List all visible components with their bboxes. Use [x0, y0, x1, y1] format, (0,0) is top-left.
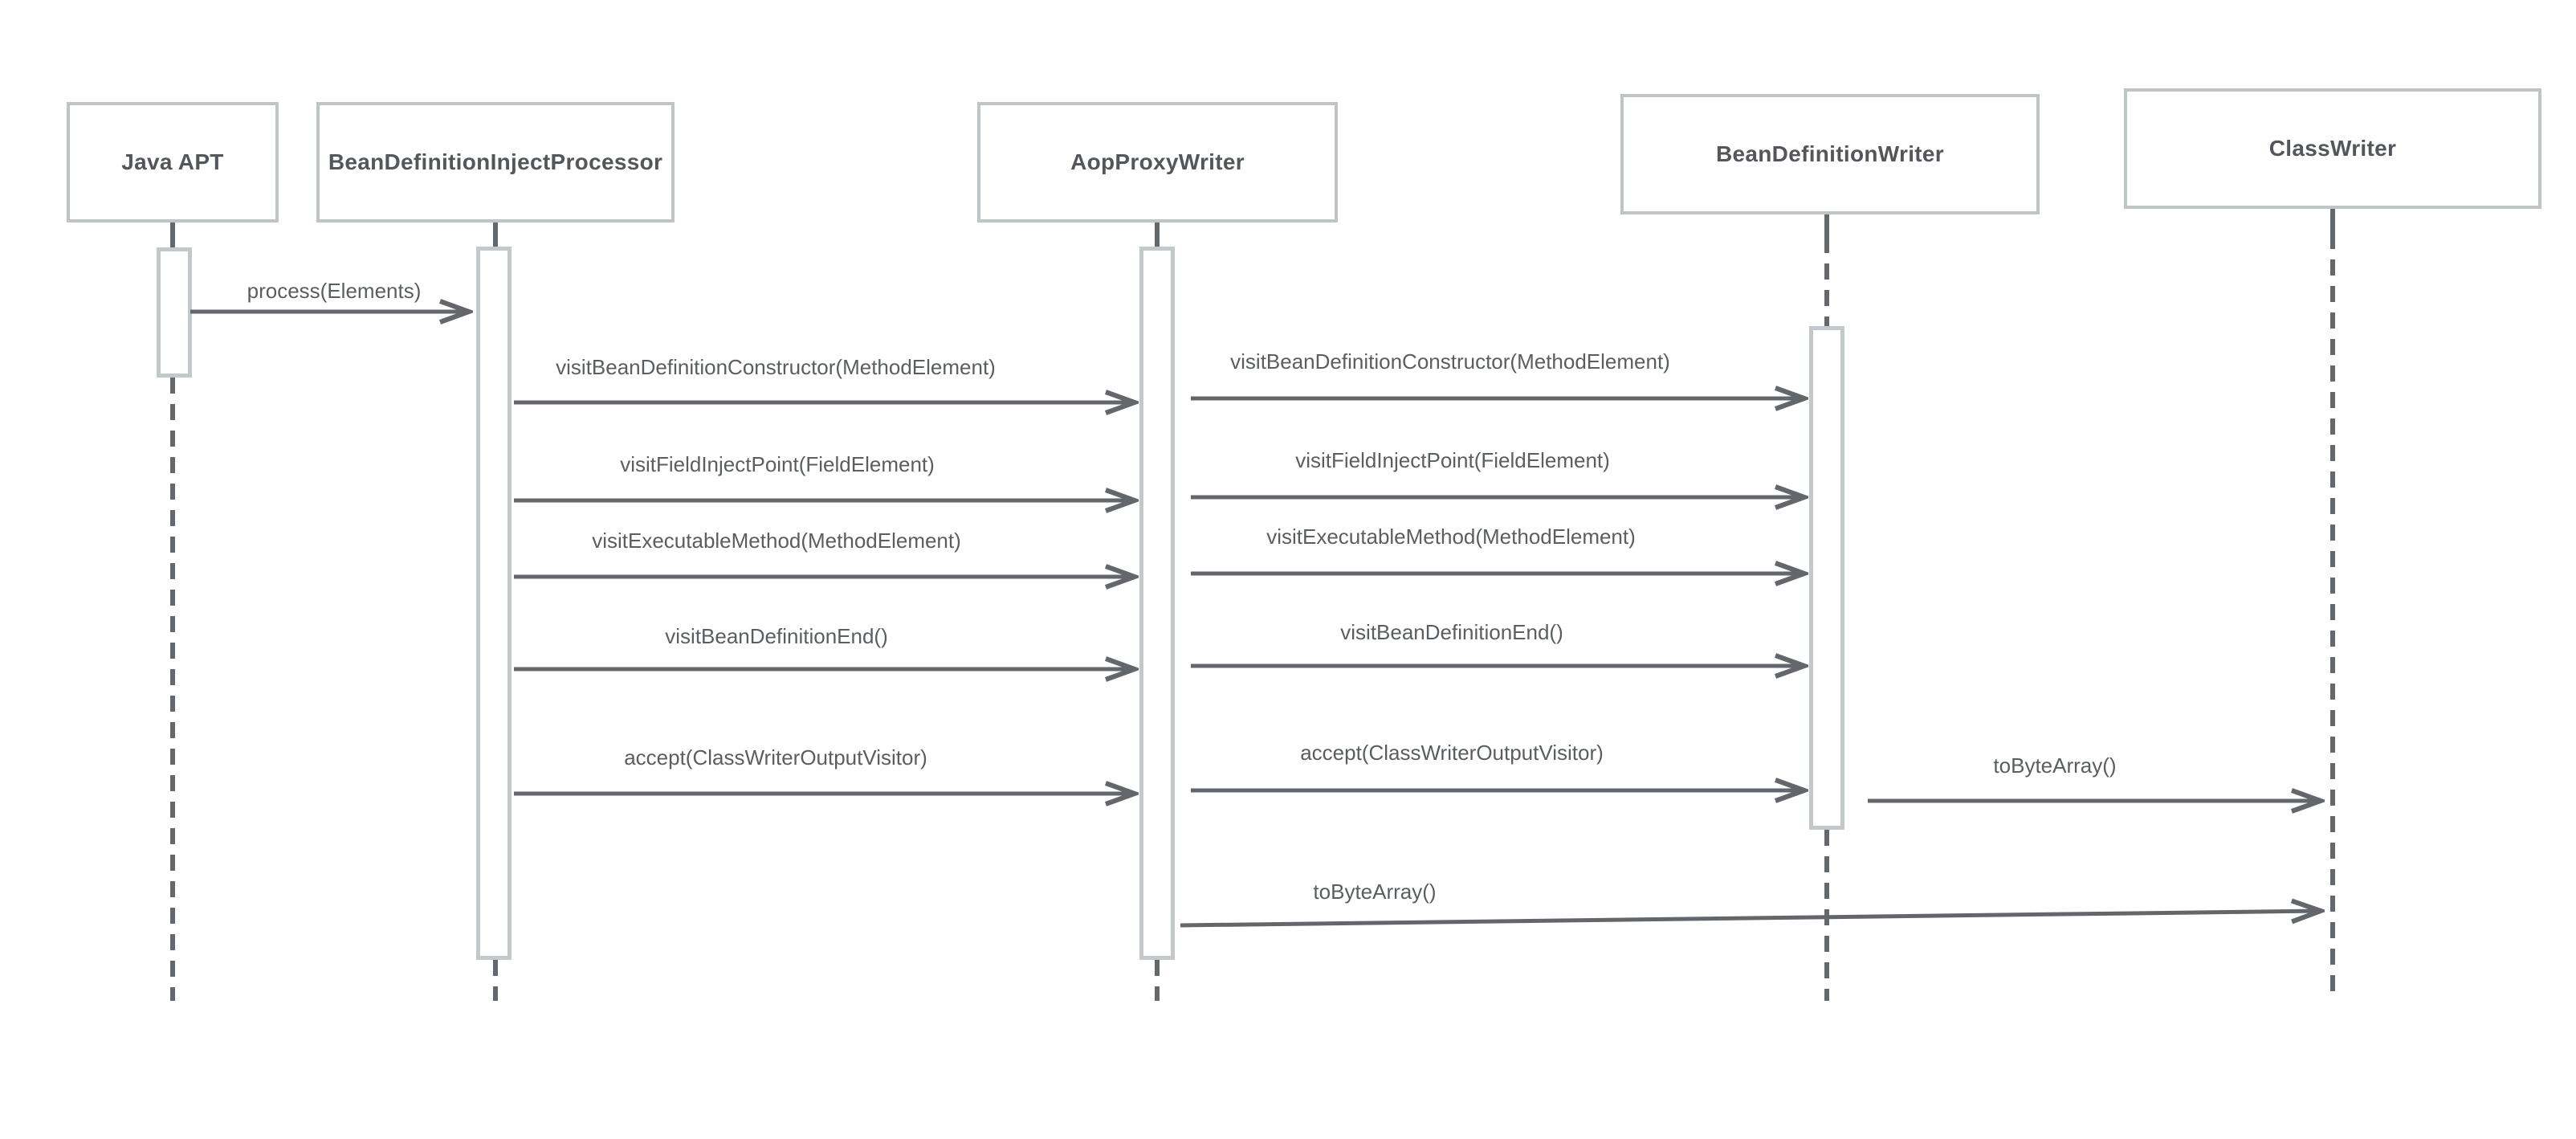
message-label-to-byte-array-apw: toByteArray() [1313, 880, 1437, 904]
lifeline-bean-definition-writer-upper [1824, 237, 1829, 326]
lifeline-class-writer [2330, 233, 2335, 1001]
message-label-visit-field-inject-point-left: visitFieldInjectPoint(FieldElement) [620, 452, 935, 476]
participant-box-java-apt: Java APT [67, 102, 279, 222]
message-label-visit-bean-definition-end-left: visitBeanDefinitionEnd() [665, 624, 888, 648]
participant-box-bean-definition-inject-processor: BeanDefinitionInjectProcessor [316, 102, 675, 222]
participant-name: BeanDefinitionWriter [1716, 141, 1944, 166]
participant-name: AopProxyWriter [1070, 149, 1245, 174]
lifeline-stub-bean-definition-inject-processor [493, 222, 498, 247]
participant-name: Java APT [121, 149, 224, 174]
message-label-visit-executable-method-right: visitExecutableMethod(MethodElement) [1266, 525, 1636, 549]
lifeline-stub-java-apt [170, 222, 175, 247]
lifeline-bean-definition-inject-processor [493, 960, 498, 1001]
message-label-visit-field-inject-point-right: visitFieldInjectPoint(FieldElement) [1295, 448, 1610, 472]
message-label-accept-left: accept(ClassWriterOutputVisitor) [624, 745, 927, 770]
message-label-visit-executable-method-left: visitExecutableMethod(MethodElement) [592, 529, 961, 553]
activation-bar-java-apt [157, 247, 192, 378]
message-label-to-byte-array-bdw: toByteArray() [1993, 753, 2117, 778]
participant-box-class-writer: ClassWriter [2124, 88, 2541, 209]
lifeline-aop-proxy-writer [1155, 960, 1160, 1001]
participant-name: BeanDefinitionInjectProcessor [328, 149, 663, 174]
arrow-to-byte-array-apw [1180, 911, 2321, 928]
lifeline-stub-bean-definition-writer [1824, 214, 1829, 237]
activation-bar-bean-definition-writer [1809, 326, 1844, 830]
message-label-accept-right: accept(ClassWriterOutputVisitor) [1300, 741, 1604, 765]
lifeline-stub-aop-proxy-writer [1155, 222, 1160, 247]
activation-bar-bean-definition-inject-processor [476, 247, 512, 960]
message-label-visit-bean-definition-constructor-right: visitBeanDefinitionConstructor(MethodEle… [1230, 349, 1670, 374]
message-label-visit-bean-definition-end-right: visitBeanDefinitionEnd() [1340, 620, 1563, 644]
participant-box-aop-proxy-writer: AopProxyWriter [977, 102, 1338, 222]
participant-name: ClassWriter [2268, 136, 2397, 161]
participant-box-bean-definition-writer: BeanDefinitionWriter [1620, 94, 2040, 214]
lifeline-java-apt [170, 378, 175, 1001]
lifeline-stub-class-writer [2330, 209, 2335, 233]
message-label-process-elements: process(Elements) [247, 279, 422, 303]
message-label-visit-bean-definition-constructor-left: visitBeanDefinitionConstructor(MethodEle… [556, 355, 996, 379]
activation-bar-aop-proxy-writer [1139, 247, 1175, 960]
